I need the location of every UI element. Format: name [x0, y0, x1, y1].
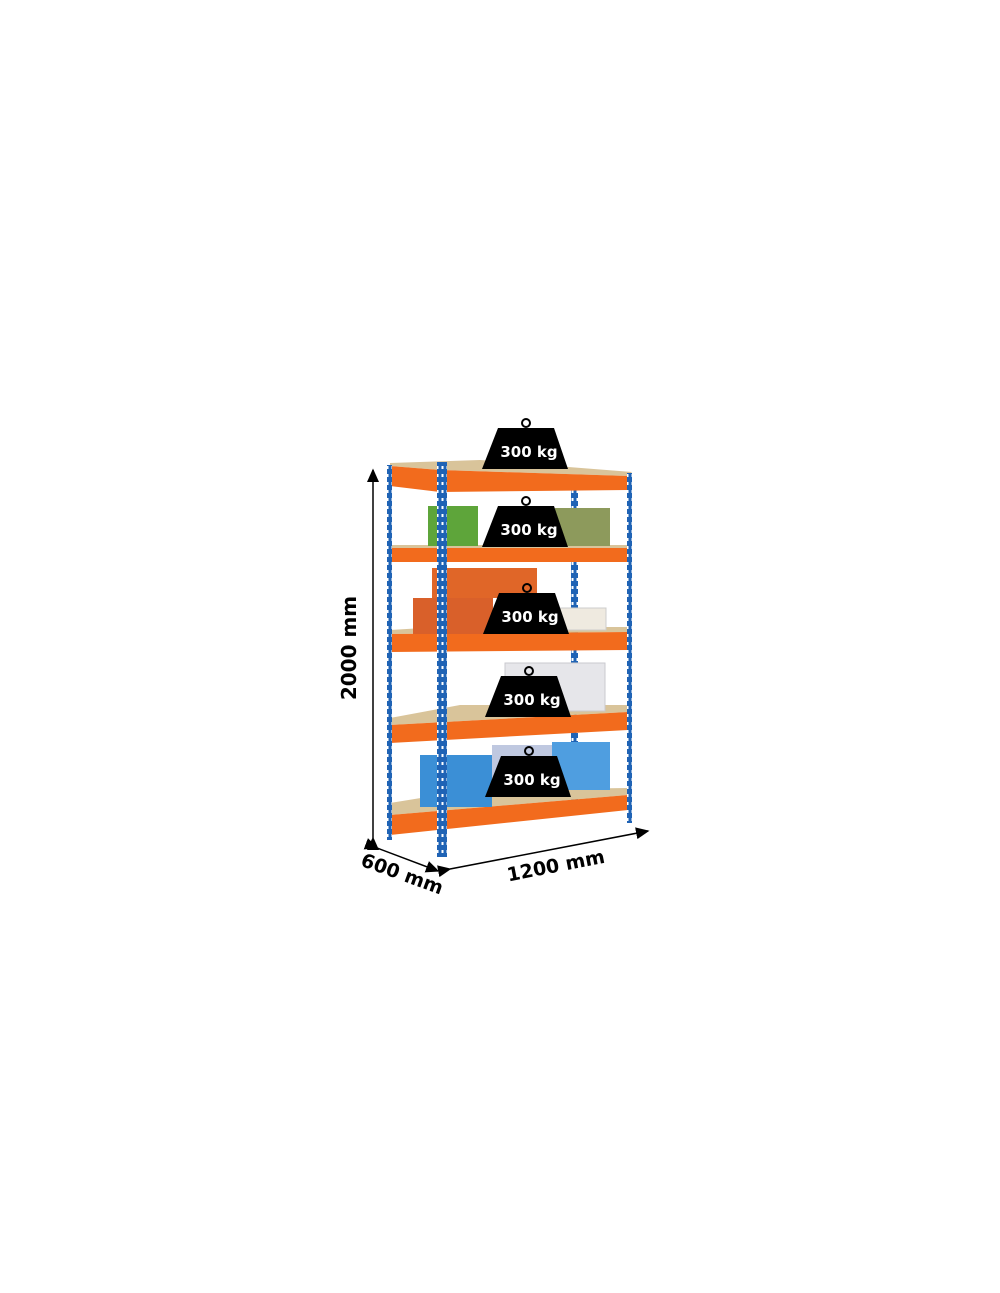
weight-body	[485, 676, 571, 717]
basket	[559, 607, 607, 631]
weight-4: 300 kg	[485, 666, 571, 717]
weight-ring-icon	[521, 496, 531, 506]
width-label: 1200 mm	[505, 846, 606, 887]
height-label: 2000 mm	[337, 596, 361, 700]
weight-body	[482, 428, 568, 469]
weight-body	[482, 506, 568, 547]
load-weights: 300 kg 300 kg 300 kg 300 kg 300 kg	[482, 418, 571, 797]
storage-box	[413, 598, 493, 634]
front-right-post	[627, 473, 632, 823]
weight-ring-icon	[524, 746, 534, 756]
weight-ring-icon	[521, 418, 531, 428]
weight-label: 300 kg	[503, 691, 560, 709]
weight-label: 300 kg	[503, 771, 560, 789]
weight-label: 300 kg	[500, 443, 557, 461]
weight-body	[485, 756, 571, 797]
front-left-post	[437, 462, 447, 857]
weight-label: 300 kg	[501, 608, 558, 626]
shelf-2	[390, 545, 628, 562]
width-arrow	[437, 827, 650, 878]
front-left-back-post	[387, 465, 392, 840]
weight-2: 300 kg	[482, 496, 568, 547]
paint-bucket	[420, 755, 492, 807]
weight-body	[483, 593, 569, 634]
box-green	[428, 506, 478, 546]
weight-ring-icon	[524, 666, 534, 676]
weight-1: 300 kg	[482, 418, 568, 469]
weight-5: 300 kg	[485, 746, 571, 797]
depth-arrow	[363, 838, 440, 873]
weight-3: 300 kg	[483, 583, 569, 634]
weight-ring-icon	[522, 583, 532, 593]
weight-label: 300 kg	[500, 521, 557, 539]
